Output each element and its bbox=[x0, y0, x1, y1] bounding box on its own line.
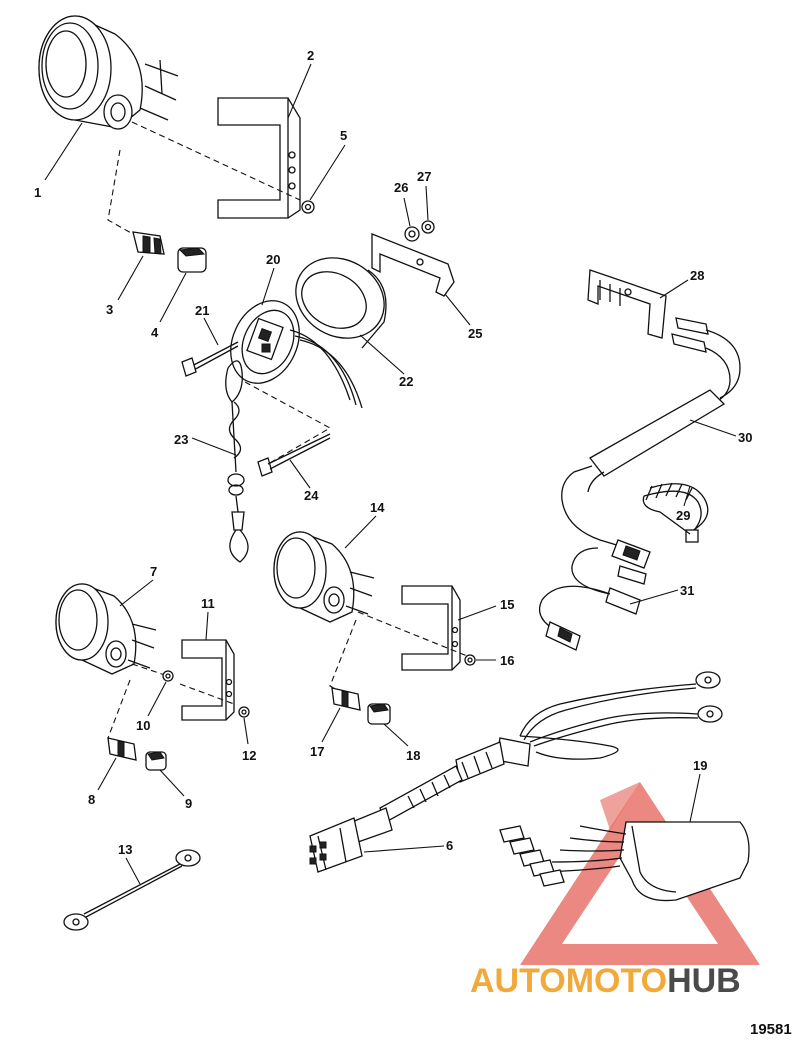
part-label-11: 11 bbox=[201, 596, 215, 611]
sender-harness-30 bbox=[561, 317, 741, 547]
washer-10 bbox=[162, 670, 174, 682]
part-label-1: 1 bbox=[34, 185, 41, 200]
bracket-15 bbox=[401, 585, 461, 671]
part-label-5: 5 bbox=[340, 128, 347, 143]
part-label-18: 18 bbox=[406, 748, 420, 763]
module-19 bbox=[499, 821, 750, 902]
part-label-16: 16 bbox=[500, 653, 514, 668]
part-label-14: 14 bbox=[370, 500, 385, 515]
socket-3 bbox=[132, 231, 165, 255]
part-label-28: 28 bbox=[690, 268, 704, 283]
part-label-8: 8 bbox=[88, 792, 95, 807]
watermark-logo bbox=[520, 782, 760, 965]
part-label-25: 25 bbox=[468, 326, 482, 341]
connector-31 bbox=[538, 539, 651, 651]
figure-number: 19581 bbox=[750, 1021, 792, 1038]
part-label-17: 17 bbox=[310, 744, 324, 759]
nut-27 bbox=[421, 220, 435, 234]
knob-4 bbox=[177, 247, 207, 273]
bracket-2 bbox=[217, 97, 301, 219]
part-label-9: 9 bbox=[185, 796, 192, 811]
part-label-13: 13 bbox=[118, 842, 132, 857]
part-label-22: 22 bbox=[399, 374, 413, 389]
strap-29 bbox=[642, 482, 709, 543]
nut-16 bbox=[464, 654, 476, 666]
part-label-29: 29 bbox=[676, 508, 690, 523]
gauge-housing-22 bbox=[295, 257, 387, 349]
bracket-25 bbox=[371, 233, 455, 297]
watermark-text: AUTOMOTOHUB bbox=[470, 962, 741, 1000]
socket-8 bbox=[107, 737, 137, 761]
bracket-11 bbox=[181, 639, 235, 721]
socket-17 bbox=[331, 687, 361, 711]
part-label-6: 6 bbox=[446, 838, 453, 853]
part-label-23: 23 bbox=[174, 432, 188, 447]
screw-24 bbox=[257, 433, 331, 477]
part-label-26: 26 bbox=[394, 180, 408, 195]
nut-12 bbox=[238, 706, 250, 718]
lanyard-23 bbox=[225, 360, 249, 563]
part-label-24: 24 bbox=[304, 488, 319, 503]
part-label-3: 3 bbox=[106, 302, 113, 317]
main-harness-6 bbox=[309, 671, 723, 873]
part-label-31: 31 bbox=[680, 583, 694, 598]
bracket-28 bbox=[587, 269, 667, 339]
part-label-15: 15 bbox=[500, 597, 514, 612]
screw-21 bbox=[181, 341, 239, 377]
part-label-20: 20 bbox=[266, 252, 280, 267]
gauge-7 bbox=[55, 583, 157, 675]
part-label-4: 4 bbox=[151, 325, 159, 340]
gauge-1 bbox=[38, 15, 179, 130]
part-label-19: 19 bbox=[693, 758, 707, 773]
part-label-2: 2 bbox=[307, 48, 314, 63]
part-label-30: 30 bbox=[738, 430, 752, 445]
knob-9 bbox=[145, 751, 167, 771]
part-label-12: 12 bbox=[242, 748, 256, 763]
washer-26 bbox=[404, 226, 420, 242]
watermark-brand-suffix: HUB bbox=[667, 962, 741, 1000]
part-label-7: 7 bbox=[150, 564, 157, 579]
watermark-brand-prefix: AUTOMOTO bbox=[470, 962, 667, 1000]
ground-wire-13 bbox=[63, 849, 201, 931]
nut-5 bbox=[301, 200, 315, 214]
part-label-10: 10 bbox=[136, 718, 150, 733]
part-label-21: 21 bbox=[195, 303, 209, 318]
gauge-14 bbox=[273, 531, 375, 623]
part-label-27: 27 bbox=[417, 169, 431, 184]
knob-18 bbox=[367, 703, 391, 725]
mounting-ring-20 bbox=[230, 300, 300, 384]
part-labels: 1 2 3 4 5 6 7 8 9 10 11 12 13 14 15 16 1… bbox=[34, 48, 752, 857]
